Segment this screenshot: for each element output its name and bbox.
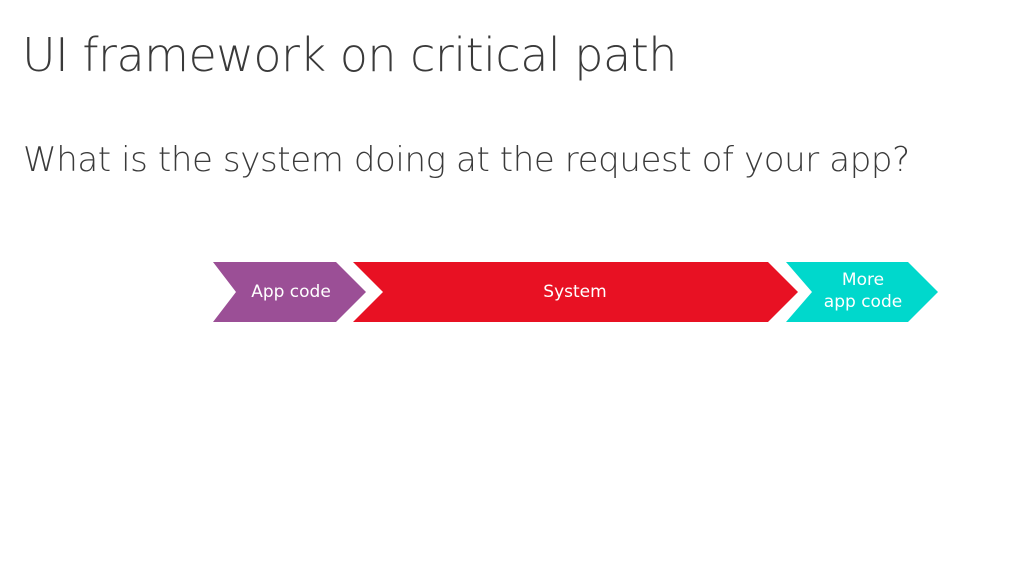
segment-more-app-code	[786, 262, 938, 322]
segment-more-app-code-label: More app code	[808, 269, 918, 313]
segment-system	[353, 262, 798, 322]
slide-title: UI framework on critical path	[22, 28, 677, 82]
slide-subtitle: What is the system doing at the request …	[23, 140, 910, 180]
segment-app-code	[213, 262, 366, 322]
segment-more-app-code-label-line1: More	[841, 270, 885, 290]
segment-more-app-code-label-line2: app code	[823, 292, 903, 312]
segment-system-label: System	[543, 282, 607, 302]
segment-app-code-label: App code	[251, 282, 331, 302]
